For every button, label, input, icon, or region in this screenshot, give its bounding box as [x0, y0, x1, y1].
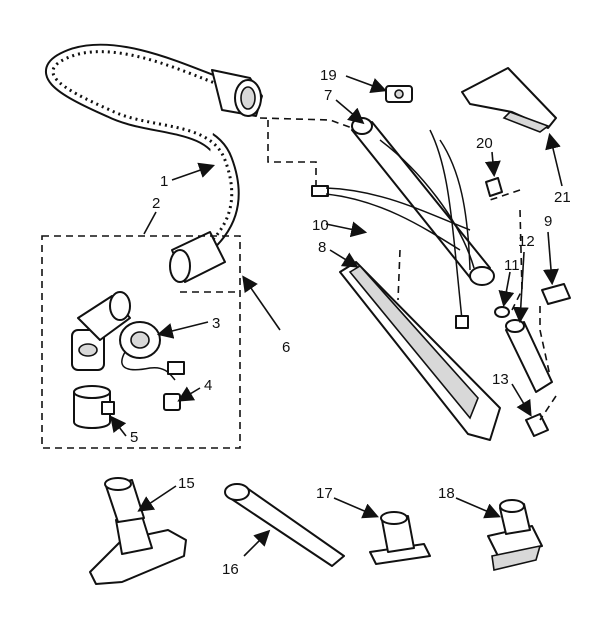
- callout-10: 10: [312, 217, 329, 234]
- coupling-part: [73, 385, 115, 429]
- callout-12: 12: [518, 233, 535, 250]
- cover-part: [461, 67, 557, 133]
- callout-6: 6: [282, 339, 290, 356]
- assembly-line-d: [511, 209, 523, 311]
- upholstery-tool-part: [369, 511, 431, 565]
- floor-tool-part: [89, 477, 187, 585]
- crevice-tool-part: [224, 483, 345, 567]
- callout-1: 1: [160, 173, 168, 190]
- hose-part: [45, 43, 263, 283]
- callout-5: 5: [130, 429, 138, 446]
- callout-7: 7: [324, 87, 332, 104]
- callout-18: 18: [438, 485, 455, 502]
- washer-part: [494, 306, 510, 318]
- callout-19: 19: [320, 67, 337, 84]
- callout-2: 2: [152, 195, 160, 212]
- assembly-line-e: [539, 306, 551, 377]
- switch-part: [385, 85, 413, 103]
- callout-11: 11: [504, 257, 520, 274]
- handle-upper-part: [351, 117, 495, 286]
- brush-tool-part: [487, 499, 543, 571]
- assembly-line-f: [539, 395, 557, 421]
- button-part: [485, 177, 503, 197]
- cap-part: [525, 413, 549, 437]
- assembly-line-g: [489, 189, 521, 201]
- swivel-part: [71, 291, 131, 371]
- wire-harness-part: [311, 129, 471, 329]
- callout-9: 9: [544, 213, 552, 230]
- clip-9-part: [541, 283, 571, 305]
- callout-21: 21: [554, 189, 571, 206]
- callout-20: 20: [476, 135, 493, 152]
- callout-15: 15: [178, 475, 195, 492]
- handle-lower-part: [339, 261, 501, 441]
- leader-lines: [110, 75, 563, 557]
- assembly-line-b: [267, 120, 317, 188]
- assembly-line-a: [259, 117, 353, 129]
- callout-4: 4: [204, 377, 212, 394]
- callout-17: 17: [316, 485, 333, 502]
- callout-16: 16: [222, 561, 239, 578]
- callout-3: 3: [212, 315, 220, 332]
- callout-13: 13: [492, 371, 509, 388]
- cord-reel-part: [119, 321, 185, 381]
- assembly-2-box: [41, 235, 241, 449]
- assembly-line-c: [397, 249, 401, 301]
- clip-part: [163, 393, 181, 411]
- callout-8: 8: [318, 239, 326, 256]
